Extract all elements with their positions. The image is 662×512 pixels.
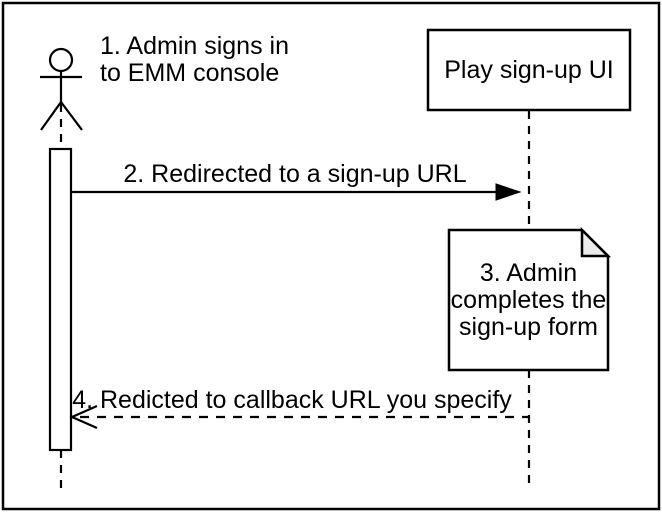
arrowhead-filled [495, 183, 522, 201]
activation-bar [48, 147, 73, 452]
arrowhead-open [69, 404, 98, 430]
actor-right-leg [60, 101, 83, 131]
participant-box [426, 28, 632, 112]
note-folded-corner [580, 226, 612, 258]
message-arrow-dashed [69, 404, 528, 430]
actor-icon [40, 47, 83, 131]
actor-head [48, 47, 74, 73]
message-arrow-solid [72, 183, 522, 201]
note-shape [447, 226, 612, 372]
actor-left-leg [40, 101, 62, 131]
